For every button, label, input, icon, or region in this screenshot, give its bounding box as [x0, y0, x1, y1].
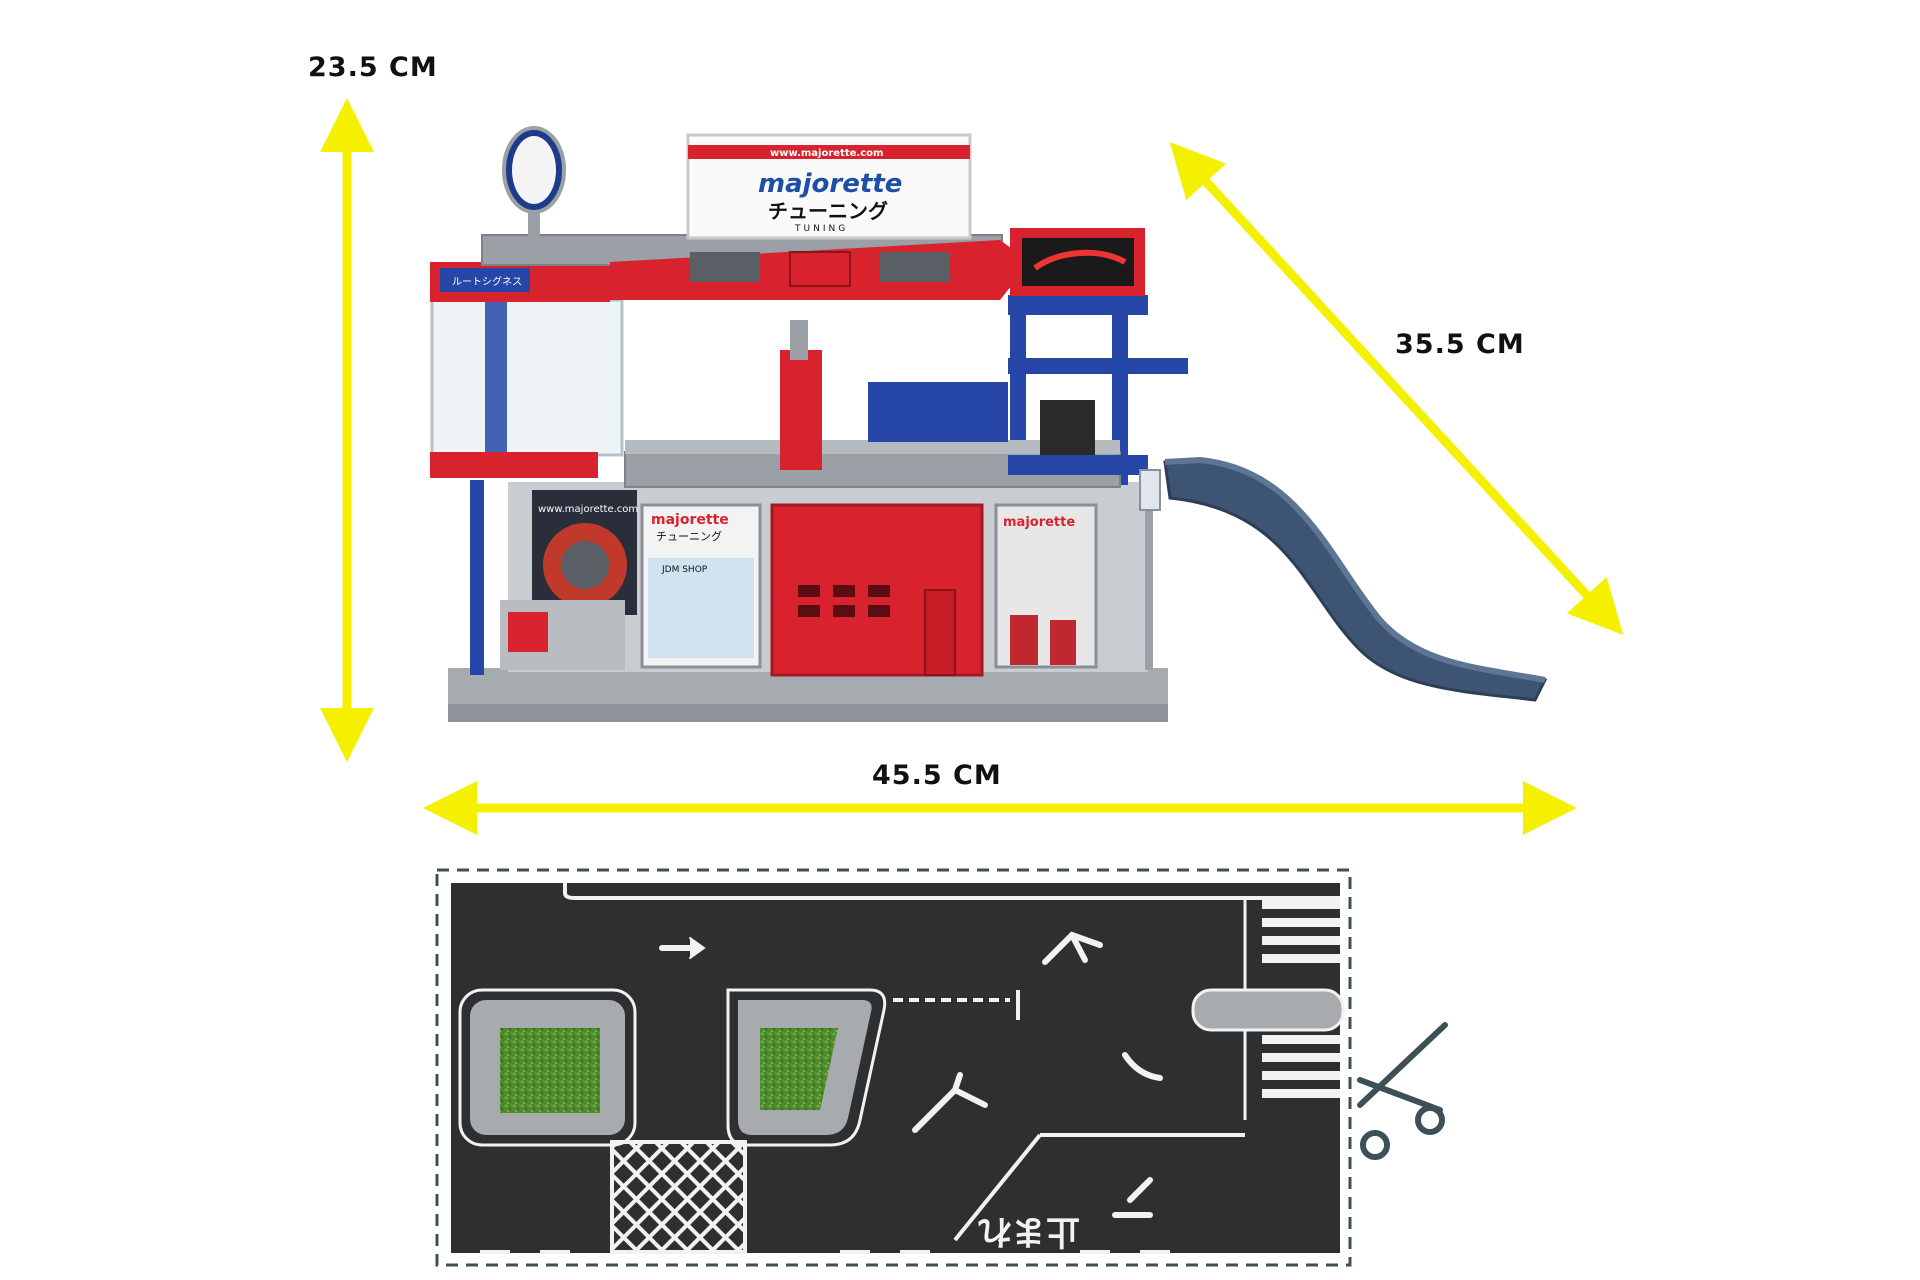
billboard-sub: TUNING: [794, 224, 848, 234]
road-arrow-split: [912, 1087, 958, 1133]
billboard-url: www.majorette.com: [770, 148, 883, 159]
road-arrow-curve: [1122, 1052, 1163, 1081]
billboard-brand-jp: チューニング: [768, 199, 888, 223]
depth-label: 35.5 CM: [1395, 329, 1525, 360]
shop-label: JDM SHOP: [661, 565, 708, 575]
grass-planter-right: [760, 1028, 838, 1110]
depth-arrow: [1169, 142, 1624, 635]
cut-line: [435, 868, 1352, 1267]
hatched-box: [612, 1142, 745, 1252]
blue-sign-text: ルートシグネス: [452, 275, 522, 288]
ramp: [1163, 458, 1548, 702]
grass-planter-left: [500, 1028, 600, 1113]
poster-url: www.majorette.com: [538, 504, 638, 515]
play-mat: 止まれ: [435, 868, 1352, 1267]
garage-playset: www.majorette.com majorette チューニング JDM S…: [430, 126, 1548, 722]
shop-sign-jp: チューニング: [656, 529, 722, 543]
right-window-brand: majorette: [1003, 515, 1075, 530]
width-label: 45.5 CM: [872, 760, 1002, 791]
shop-sign-brand: majorette: [651, 512, 729, 528]
billboard-brand: majorette: [758, 169, 902, 199]
glass-room: [430, 298, 624, 457]
height-label: 23.5 CM: [308, 52, 438, 83]
road-text: 止まれ: [978, 1211, 1080, 1251]
scissors-icon: [1357, 1022, 1448, 1160]
blue-sign: [440, 268, 530, 292]
